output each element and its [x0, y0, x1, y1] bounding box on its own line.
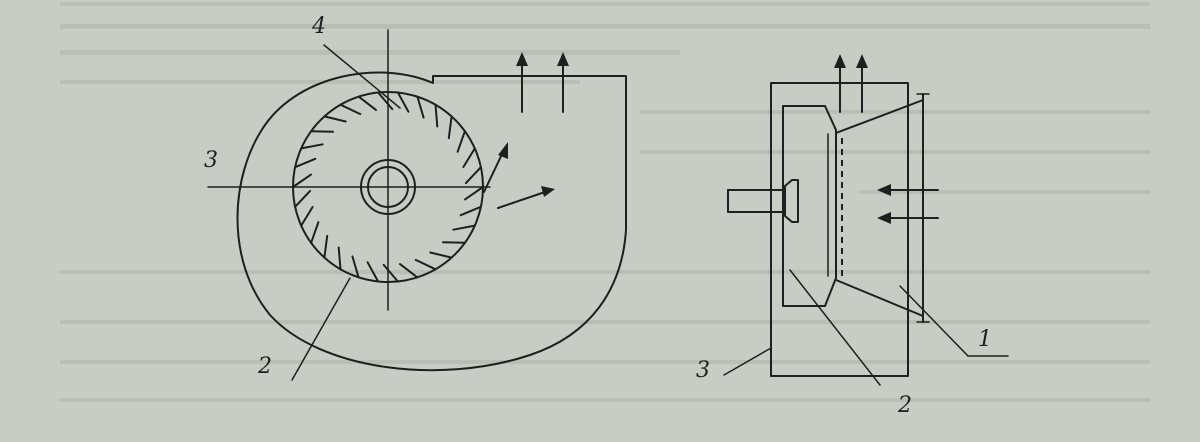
side-hub: [784, 179, 799, 223]
impeller-blade: [366, 261, 380, 283]
impeller-blade: [300, 206, 314, 227]
impeller-blade: [414, 258, 437, 271]
impeller-blade: [323, 115, 347, 123]
impeller-blade: [452, 224, 476, 231]
volute-flow-arrow-head: [541, 186, 555, 197]
outlet-arrow-left-head: [516, 52, 528, 66]
front-view: 4 3 2: [204, 14, 627, 381]
leader-1: [899, 285, 969, 357]
outlet-arrow-right-head: [557, 52, 569, 66]
impeller-blade: [382, 263, 399, 283]
inlet-cone: [835, 99, 924, 317]
impeller-blade: [357, 95, 377, 111]
impeller-blade: [447, 115, 453, 140]
inlet-arrow-lower-head: [877, 212, 891, 224]
impeller-blade: [310, 130, 334, 133]
side-outlet-arrow-left-head: [834, 54, 846, 68]
impeller-blade: [464, 166, 482, 185]
impeller-blade: [337, 246, 342, 271]
label-impeller-2-side: 2: [897, 393, 912, 418]
impeller-blade: [294, 189, 312, 208]
side-outlet-arrow-right-head: [856, 54, 868, 68]
impeller-blade: [294, 157, 317, 169]
tangential-flow-arrow-head: [498, 142, 508, 159]
impeller-blade: [442, 241, 466, 244]
leader-3-side: [723, 347, 772, 376]
side-view: 1 2 3: [696, 54, 1009, 418]
impeller-blade: [416, 95, 425, 119]
paper-show-through: [60, 2, 1150, 402]
impeller-blade: [456, 130, 466, 153]
leader-2-side: [789, 269, 881, 386]
impeller-blade: [396, 91, 410, 113]
label-inlet-cone-1: 1: [978, 327, 992, 352]
label-casing-3: 3: [696, 358, 710, 383]
volute-casing: [236, 71, 627, 372]
inlet-arrow-upper-head: [877, 184, 891, 196]
impeller-blades: [292, 91, 484, 283]
impeller-blade: [399, 263, 419, 279]
impeller-blade: [351, 255, 360, 279]
tangential-flow-arrow: [483, 151, 504, 193]
impeller-blade: [462, 147, 476, 168]
leader-2-front: [291, 277, 351, 381]
side-impeller: [782, 105, 837, 307]
impeller-blade: [300, 143, 324, 150]
volute-flow-arrow: [497, 191, 546, 209]
impeller-blade: [339, 103, 362, 116]
label-axis-3: 3: [204, 148, 218, 173]
impeller-blade: [310, 221, 320, 244]
impeller-blade: [429, 251, 453, 259]
impeller-blade: [459, 205, 482, 217]
impeller-blade: [377, 91, 394, 111]
impeller-blade: [464, 186, 484, 201]
leader-4: [323, 44, 401, 109]
label-blades-4: 4: [311, 14, 326, 39]
label-impeller-2-front: 2: [257, 354, 272, 379]
impeller-blade: [292, 173, 312, 188]
impeller-blade: [323, 234, 329, 259]
impeller-blade: [434, 103, 439, 128]
